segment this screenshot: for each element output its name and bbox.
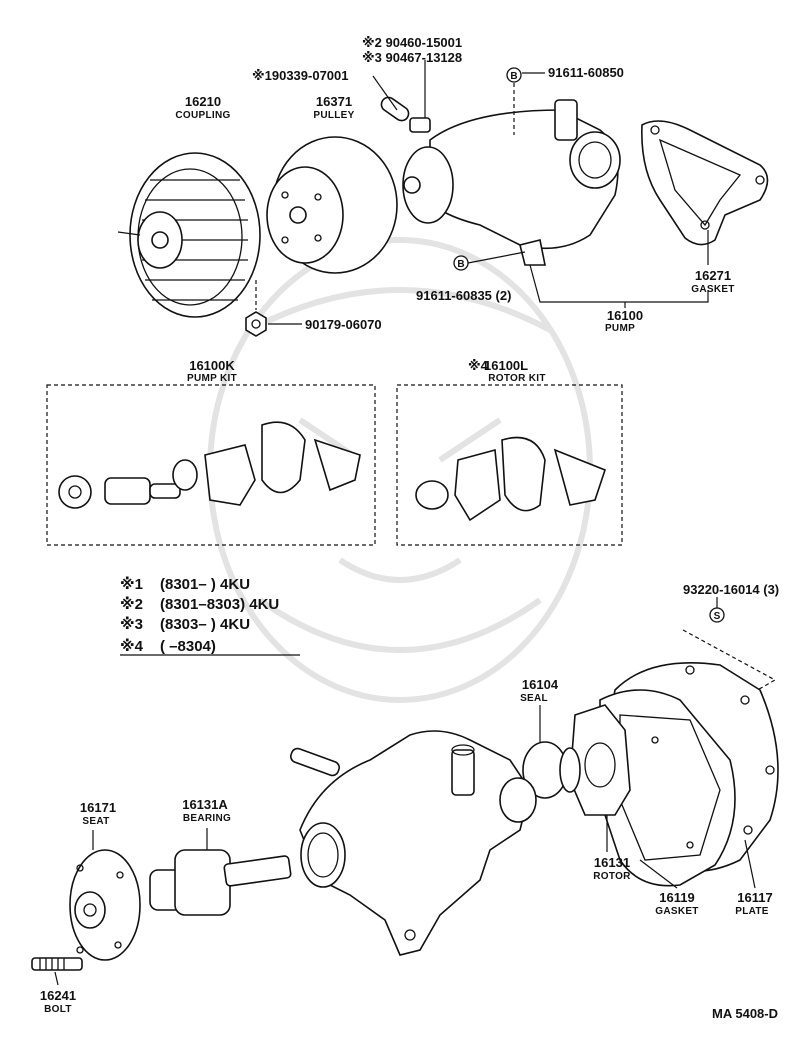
callout-90339: ※190339-07001 (252, 68, 349, 83)
rotor-kit-box (396, 384, 623, 546)
seat-number: 16171 (80, 800, 116, 815)
pump-kit-box (46, 384, 376, 546)
rotor-kit-number: 16100L (484, 358, 528, 373)
coupling-number: 16210 (185, 94, 221, 109)
seal-number: 16104 (522, 677, 559, 692)
gasket-top-name: GASKET (691, 284, 734, 295)
note-1-mark: ※1 (120, 575, 143, 593)
callout-91611-60835: 91611-60835 (2) (416, 288, 511, 303)
plate-name: PLATE (735, 906, 769, 917)
note-2-mark: ※2 (120, 595, 143, 613)
note-4-mark: ※4 (120, 637, 144, 655)
bearing-part (149, 849, 292, 916)
gasket-low-name: GASKET (655, 906, 698, 917)
pump-body-part (290, 730, 537, 956)
callout-90179: 90179-06070 (305, 317, 382, 332)
bearing-name: BEARING (183, 813, 231, 824)
gasket-top-part (641, 120, 769, 246)
seal-part (522, 741, 581, 799)
bolt-part (31, 957, 83, 971)
seat-part (69, 849, 141, 961)
svg-text:B: B (457, 259, 464, 270)
rotor-kit-mark: ※4 (468, 358, 489, 373)
callout-90467: ※3 90467-13128 (362, 50, 462, 65)
svg-text:S: S (714, 611, 721, 622)
coupling-part (117, 152, 261, 318)
pump-kit-number: 16100K (189, 358, 235, 373)
gasket-top-number: 16271 (695, 268, 731, 283)
seal-name: SEAL (520, 693, 548, 704)
note-2-range: (8301–8303) 4KU (160, 596, 279, 613)
marker-s: S (682, 597, 777, 701)
callout-93220: 93220-16014 (3) (683, 582, 779, 597)
rotor-number: 16131 (594, 855, 630, 870)
coupling-name: COUPLING (175, 110, 230, 121)
note-3-range: (8303– ) 4KU (160, 616, 250, 633)
marker-b-top: B (506, 67, 522, 83)
lower-leader-lines (54, 705, 756, 986)
note-4-range: ( –8304) (160, 638, 216, 655)
seat-name: SEAT (82, 816, 109, 827)
note-1-range: (8301– ) 4KU (160, 576, 250, 593)
pulley-part (266, 136, 398, 274)
pulley-name: PULLEY (313, 110, 354, 121)
bolt-number: 16241 (40, 988, 76, 1003)
pump-top-part (380, 96, 621, 266)
pump-kit-name: PUMP KIT (187, 373, 237, 384)
bearing-number: 16131A (182, 797, 228, 812)
rotor-kit-name: ROTOR KIT (488, 373, 546, 384)
pulley-number: 16371 (316, 94, 352, 109)
figure-code: MA 5408-D (712, 1006, 778, 1021)
plate-number: 16117 (737, 890, 772, 905)
top-leader-lines (268, 60, 709, 325)
model-notes: ※1 (8301– ) 4KU ※2 (8301–8303) 4KU ※3 (8… (120, 575, 300, 656)
marker-b-low: B (453, 255, 469, 271)
note-3-mark: ※3 (120, 615, 143, 633)
pump-name: PUMP (605, 323, 635, 334)
pump-number: 16100 (607, 308, 643, 323)
gasket-low-part (599, 689, 736, 887)
gasket-low-number: 16119 (659, 890, 694, 905)
bolt-name: BOLT (44, 1004, 72, 1015)
rotor-name: ROTOR (593, 871, 631, 882)
svg-text:B: B (510, 71, 517, 82)
callout-90460: ※2 90460-15001 (362, 35, 462, 50)
nut-part (245, 280, 267, 337)
callout-91611-60850: 91611-60850 (548, 65, 624, 80)
